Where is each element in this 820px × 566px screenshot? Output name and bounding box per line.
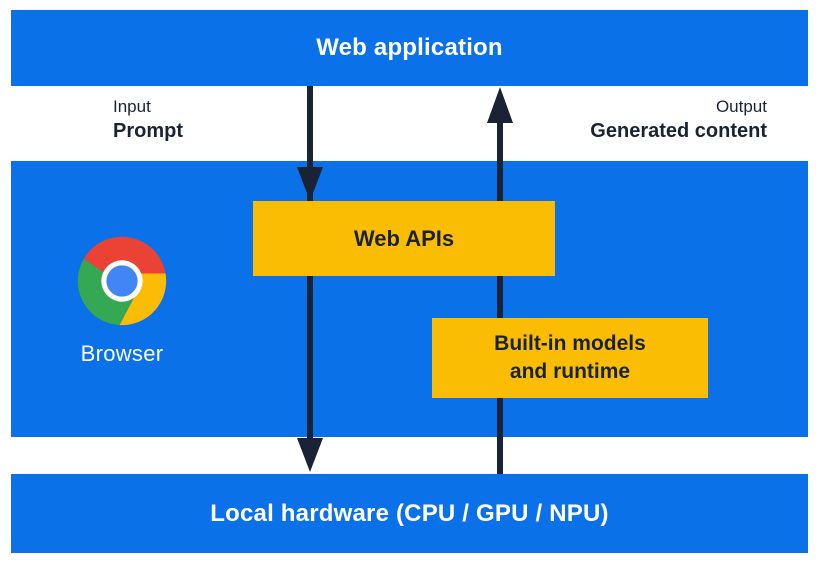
local-hardware-label: Local hardware (CPU / GPU / NPU) <box>210 499 609 527</box>
local-hardware-bar: Local hardware (CPU / GPU / NPU) <box>11 474 808 553</box>
output-value: Generated content <box>590 120 767 142</box>
arrow-up-icon <box>487 87 513 123</box>
output-caption: Output <box>715 97 767 116</box>
builtin-models-box: Built-in models and runtime <box>432 318 708 398</box>
web-application-label: Web application <box>316 34 503 61</box>
generated-up-arrow-shaft <box>497 118 503 474</box>
browser-label: Browser <box>80 341 164 366</box>
input-caption: Input <box>113 97 151 116</box>
builtin-models-label-line2: and runtime <box>509 360 631 383</box>
web-apis-label: Web APIs <box>353 225 455 251</box>
web-apis-box: Web APIs <box>253 201 555 276</box>
arrow-down-icon <box>297 438 323 472</box>
input-label-group: Input Prompt <box>113 96 183 144</box>
output-label-group: Output Generated content <box>590 96 767 144</box>
chrome-logo-icon <box>77 236 167 326</box>
input-value: Prompt <box>113 120 183 142</box>
arrow-down-icon <box>297 167 323 201</box>
builtin-models-label-line1: Built-in models <box>494 332 646 355</box>
web-application-bar: Web application <box>11 10 808 86</box>
